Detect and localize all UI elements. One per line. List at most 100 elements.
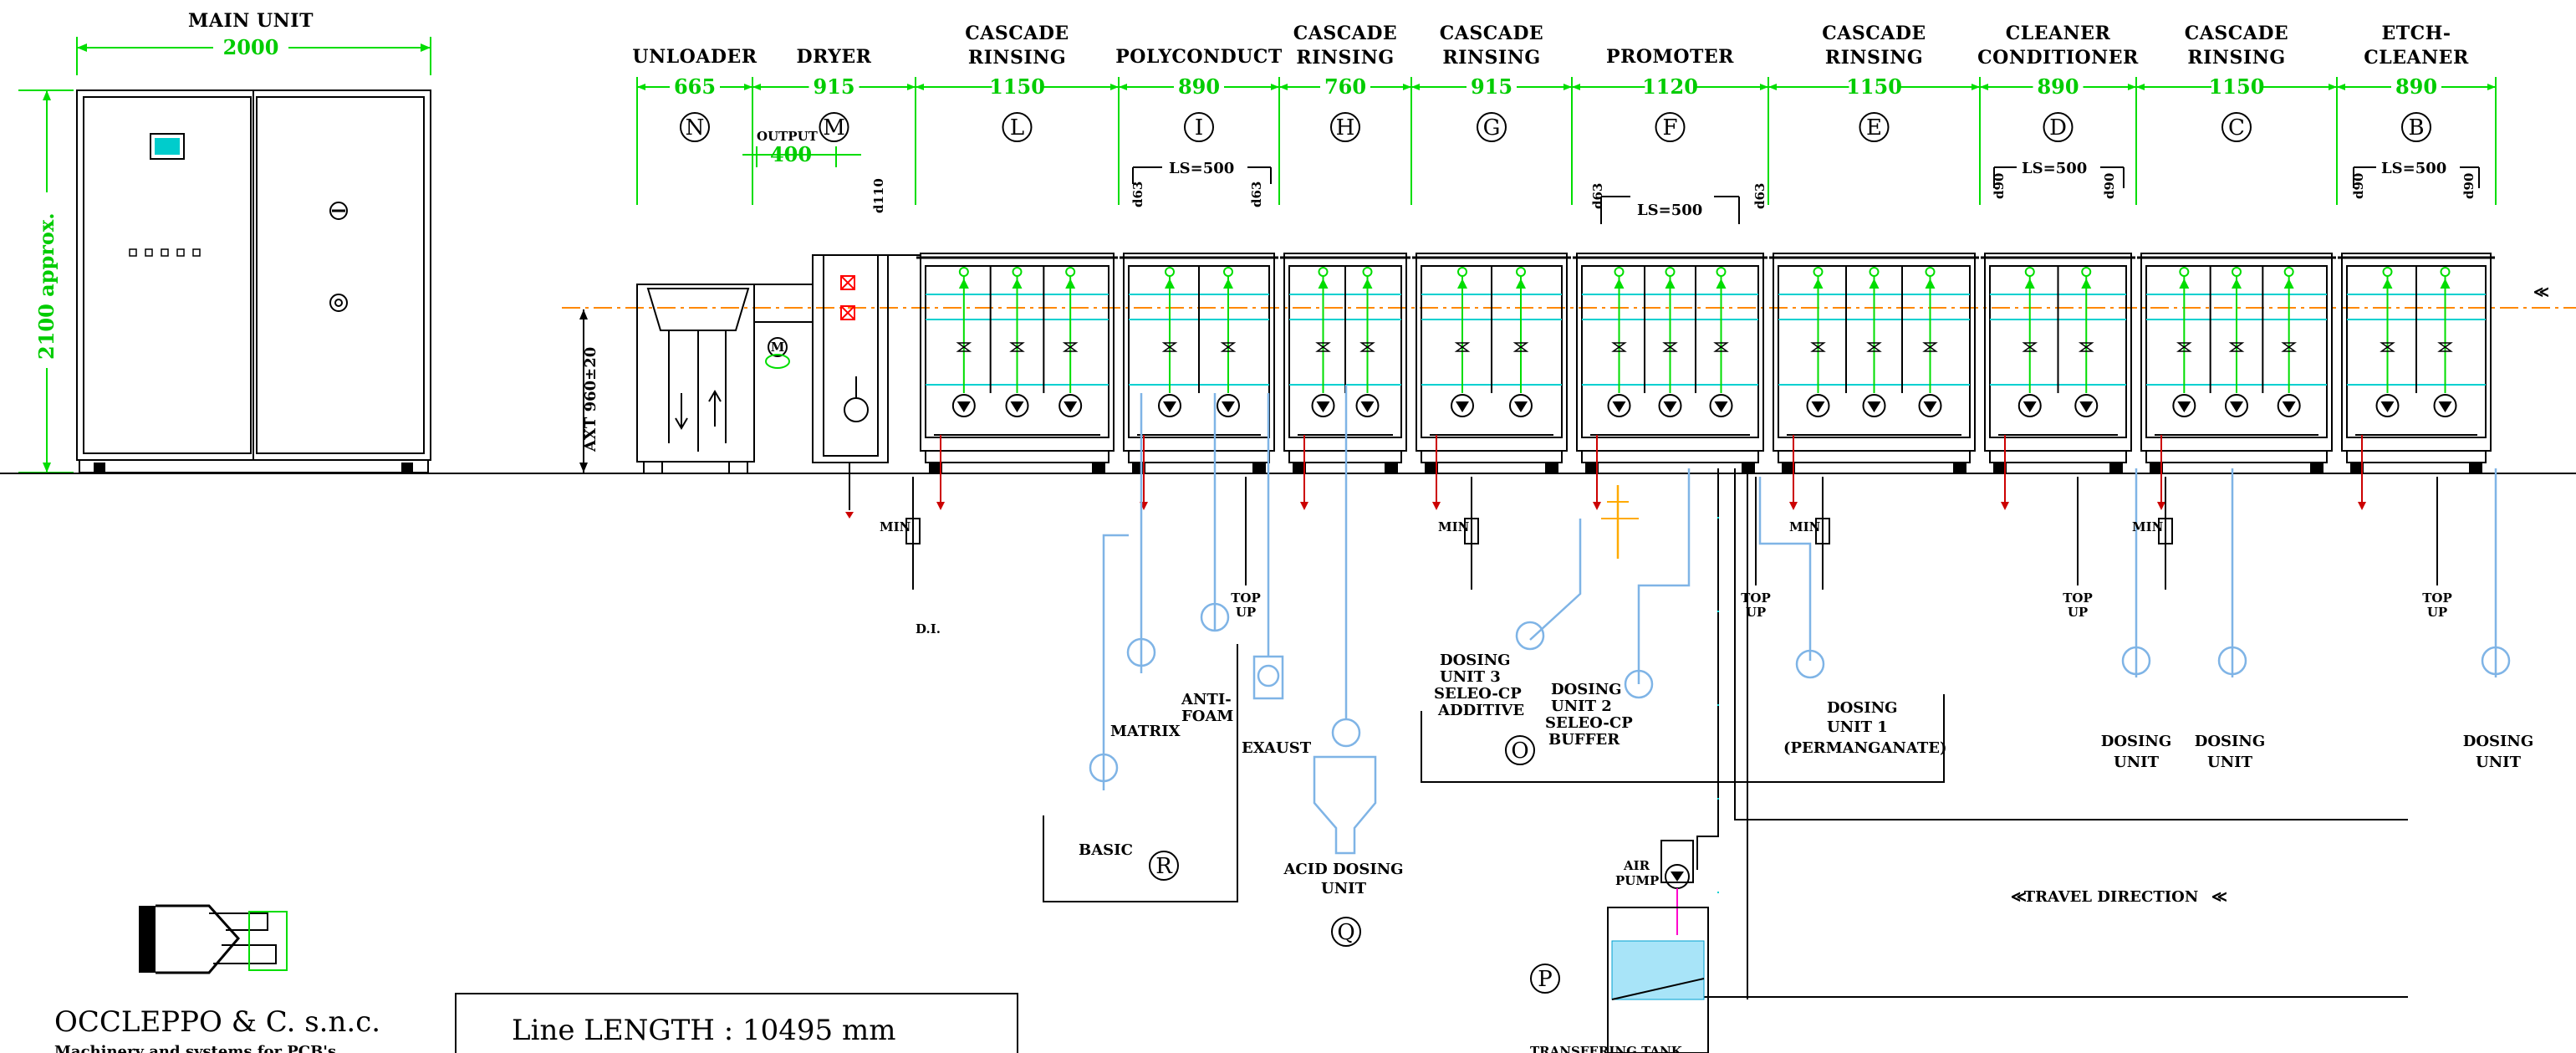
duct-label-m: d110 <box>871 178 886 213</box>
section-m-id: M <box>823 115 845 141</box>
section-g-name-0: CASCADE <box>1440 23 1543 44</box>
output-label: OUTPUT <box>757 129 819 144</box>
line-length-label: Line LENGTH : 10495 mm <box>512 1014 895 1047</box>
antifoam-label-1: ANTI- <box>1181 691 1232 708</box>
top-up-label-0-1: UP <box>1236 605 1256 620</box>
tank-label: TRANSFERING TANK <box>1530 1044 1683 1053</box>
ls-label-d: LS=500 <box>2022 160 2087 177</box>
air-pump-label-1: AIR <box>1623 858 1650 873</box>
main-unit-width-dim: 2000 <box>223 35 279 59</box>
min-label-1: MIN <box>1438 519 1470 534</box>
antifoam-label-2: FOAM <box>1181 708 1233 725</box>
dosing1-label-3: (PERMANGANATE) <box>1783 739 1946 757</box>
tank-module-d <box>1981 253 2135 510</box>
top-up-label-2-1: UP <box>2068 605 2088 620</box>
dosing3-label-4: ADDITIVE <box>1437 702 1524 719</box>
duct-label-f-right: d63 <box>1752 183 1767 209</box>
matrix-label: MATRIX <box>1110 723 1181 740</box>
top-up-label-0-0: TOP <box>1231 590 1261 606</box>
travel-direction: TRAVEL DIRECTION ≪ ≪ ≪ <box>2011 284 2549 906</box>
section-n-id: N <box>686 115 705 141</box>
section-g-id: G <box>1483 115 1501 141</box>
group-o-label: O <box>1511 739 1528 764</box>
section-i-dim: 890 <box>1178 74 1220 99</box>
section-i-id: I <box>1195 115 1203 141</box>
dosing-unit-b-label-2: UNIT <box>2207 754 2253 771</box>
dosing3-label-2: UNIT 3 <box>1440 668 1501 686</box>
tank-module-l <box>916 253 1118 510</box>
unloader-machine: M <box>636 284 813 474</box>
tank-module-b <box>2338 253 2495 510</box>
air-pump-label-2: PUMP <box>1615 873 1659 888</box>
company-name: OCCLEPPO & C. s.n.c. <box>54 1005 380 1039</box>
section-b-id: B <box>2408 115 2424 141</box>
svg-text:≪: ≪ <box>2011 888 2027 906</box>
duct-label-b-right: d90 <box>2461 173 2477 199</box>
section-h-dim: 760 <box>1324 74 1366 99</box>
section-l-name-0: CASCADE <box>965 23 1069 44</box>
section-h-name-0: CASCADE <box>1293 23 1397 44</box>
section-e-id: E <box>1866 115 1882 141</box>
min-indicator-1: MIN <box>1438 477 1479 590</box>
company-tagline: Machinery and systems for PCB's <box>54 1043 336 1053</box>
dosing3-label-3: SELEO-CP <box>1434 685 1522 703</box>
section-n-dim: 665 <box>674 74 716 99</box>
section-f-id: F <box>1662 115 1677 141</box>
section-l-dim: 1150 <box>989 74 1045 99</box>
top-up-label-1-0: TOP <box>1741 590 1771 606</box>
min-indicator-3: MIN <box>2132 477 2173 590</box>
section-m-name-0: DRYER <box>797 46 872 68</box>
line-length-box: Line LENGTH : 10495 mm <box>455 993 1018 1053</box>
duct-label-b-left: d90 <box>2351 173 2366 199</box>
min-label-0: MIN <box>880 519 911 534</box>
duct-label-d-left: d90 <box>1992 173 2007 199</box>
acid-dosing-label-1: ACID DOSING <box>1283 861 1403 878</box>
dosing-unit-a-label-2: UNIT <box>2476 754 2522 771</box>
exhaust-ducts: LS=500 LS=500 LS=500 LS=500 d110 d63 d63… <box>871 160 2480 224</box>
section-c-id: C <box>2228 115 2245 141</box>
dosing-unit-c-label-1: DOSING <box>2101 733 2172 750</box>
svg-text:≪: ≪ <box>2211 888 2227 906</box>
section-c-dim: 1150 <box>2209 74 2265 99</box>
output-dim: OUTPUT 400 <box>742 129 861 167</box>
group-p-label: P <box>1538 967 1553 992</box>
exaust-label: EXAUST <box>1242 739 1312 757</box>
ls-label-b: LS=500 <box>2381 160 2446 177</box>
top-up-label-1-1: UP <box>1746 605 1766 620</box>
acid-dosing-label-2: UNIT <box>1321 880 1367 897</box>
dosing3-label-1: DOSING <box>1440 652 1511 669</box>
section-i-name-0: POLYCONDUCT <box>1115 46 1283 68</box>
section-b-name-0: ETCH- <box>2381 23 2451 44</box>
group-r-label: R <box>1155 854 1173 879</box>
output-dim-value: 400 <box>770 142 812 166</box>
section-d-dim: 890 <box>2037 74 2079 99</box>
ls-label-i: LS=500 <box>1169 160 1234 177</box>
section-l-id: L <box>1010 115 1024 141</box>
section-l-name-1: RINSING <box>968 47 1066 69</box>
svg-text:M: M <box>771 340 785 355</box>
process-modules <box>916 253 2495 510</box>
section-b-dim: 890 <box>2395 74 2437 99</box>
section-m-dim: 915 <box>813 74 854 99</box>
dosing1-label-1: DOSING <box>1827 699 1898 717</box>
dosing2-label-4: BUFFER <box>1548 731 1620 749</box>
section-c-name-0: CASCADE <box>2185 23 2288 44</box>
section-g-name-1: RINSING <box>1442 47 1540 69</box>
duct-label-d-right: d90 <box>2102 173 2117 199</box>
duct-label-f-left: d63 <box>1590 183 1605 209</box>
duct-label-i-right: d63 <box>1249 181 1264 207</box>
dosing2-label-3: SELEO-CP <box>1545 714 1633 732</box>
